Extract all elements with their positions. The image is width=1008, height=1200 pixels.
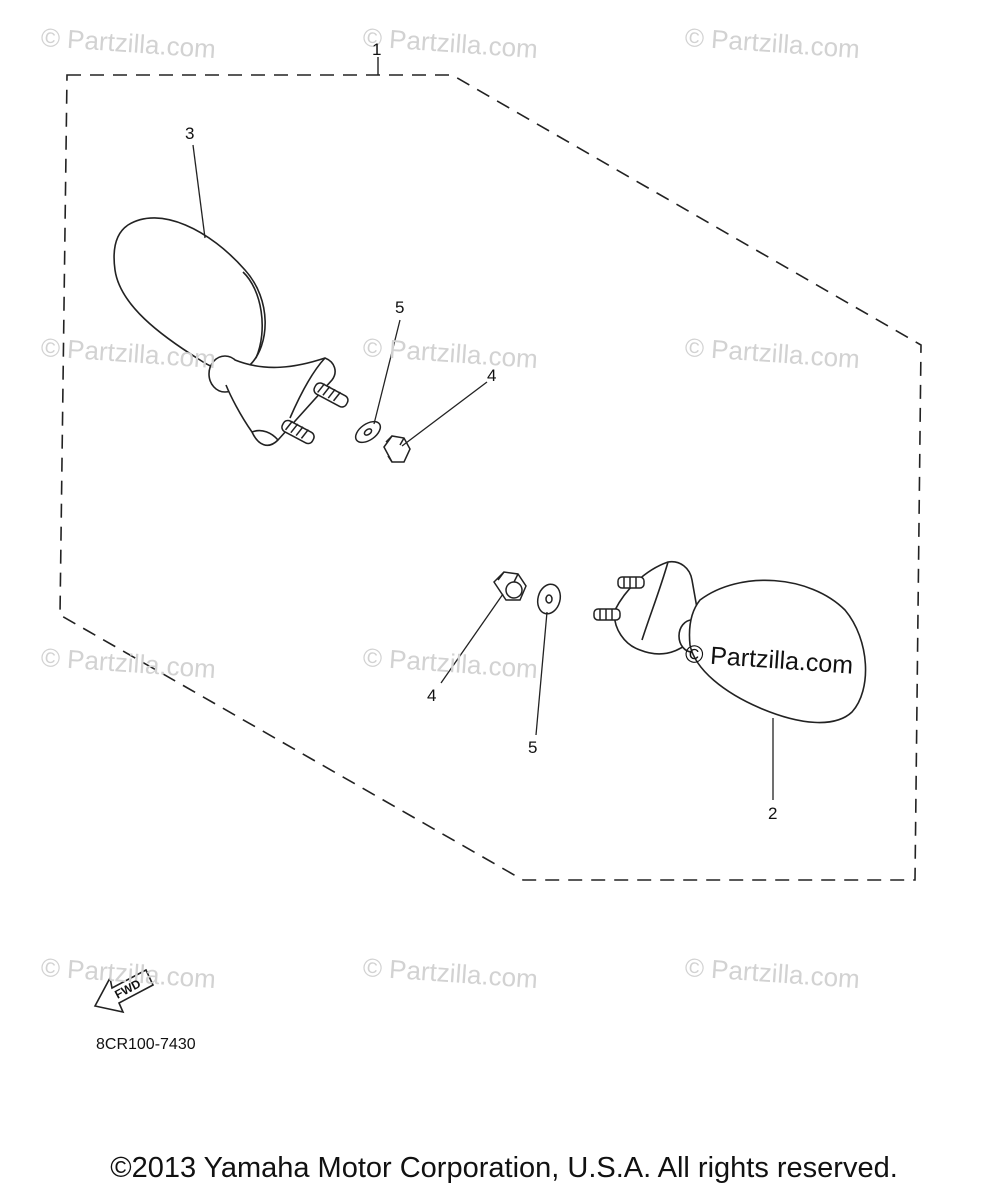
left-mirror-studs xyxy=(281,382,349,445)
nut-bottom xyxy=(493,571,527,601)
fwd-arrow-icon xyxy=(93,968,155,1014)
washer-top xyxy=(354,420,382,444)
callout-3: 3 xyxy=(185,124,195,143)
callout-4-top: 4 xyxy=(487,366,497,385)
callout-2: 2 xyxy=(768,804,778,823)
callout-5-top: 5 xyxy=(395,298,405,317)
nut-top xyxy=(383,435,411,463)
callout-1: 1 xyxy=(372,40,382,59)
washer-bottom xyxy=(536,583,562,615)
right-mirror-studs xyxy=(593,576,645,621)
callout-4-bottom: 4 xyxy=(427,686,437,705)
copyright-notice: ©2013 Yamaha Motor Corporation, U.S.A. A… xyxy=(110,1152,898,1184)
right-mirror xyxy=(613,560,867,724)
assembly-boundary xyxy=(59,74,922,881)
leader-lines xyxy=(192,144,774,800)
part-code: 8CR100-7430 xyxy=(96,1036,196,1053)
left-mirror xyxy=(113,217,336,447)
callout-5-bottom: 5 xyxy=(528,738,538,757)
